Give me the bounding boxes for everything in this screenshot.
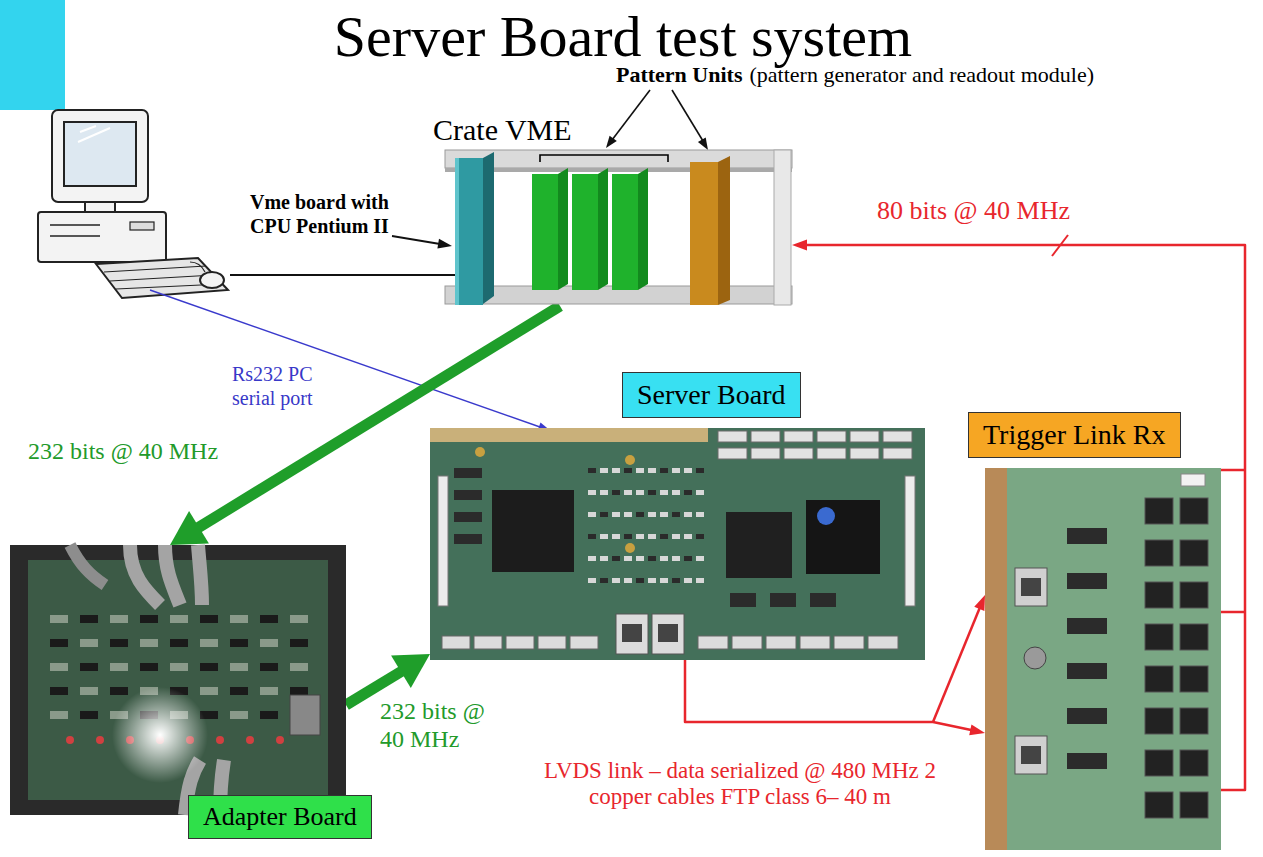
label-holder: (pattern generator and readout module) — [749, 62, 1094, 88]
label-holder: Pattern Units — [616, 62, 742, 88]
edge-label-holder: LVDS link – data serialized @ 480 MHz 2 … — [515, 758, 965, 811]
heading-holder: Crate VME — [433, 113, 572, 148]
server-board: Server Board — [430, 428, 925, 660]
arrow-head — [792, 240, 807, 251]
connector-line — [685, 660, 975, 731]
adapter-board: Adapter Board — [10, 545, 346, 815]
heading-holder: Adapter Board — [188, 795, 372, 839]
heading-holder: Server Board — [622, 372, 801, 418]
pc-icon — [38, 110, 228, 298]
arrow-head — [974, 595, 985, 611]
edge-label: 80 bits @ 40 MHz — [877, 196, 1070, 226]
label-holder: Rs232 PC serial port — [232, 362, 357, 410]
arrow-head — [969, 725, 985, 736]
label-holder: Vme board with CPU Pentium II — [250, 190, 422, 238]
serial-cable — [150, 290, 552, 432]
node-heading: Crate VME — [433, 113, 572, 148]
node-label-box: Trigger Link Rx — [968, 412, 1181, 458]
connector-line — [933, 605, 981, 722]
arrow-head — [391, 654, 430, 688]
node-label-box: Adapter Board — [188, 795, 372, 839]
crate-drawing — [440, 150, 792, 306]
diagram-title: Server Board test system — [334, 4, 912, 71]
heading-holder: Trigger Link Rx — [968, 412, 1181, 458]
connector — [346, 654, 430, 705]
trigger-link-board: Trigger Link Rx — [985, 468, 1221, 850]
callout-arrow — [392, 236, 452, 249]
connector-line — [1221, 611, 1245, 614]
group-label: Pattern Units — [616, 62, 742, 88]
callout-arrows — [606, 90, 708, 150]
edge-label: LVDS link – data serialized @ 480 MHz 2 … — [515, 758, 965, 811]
board-photo — [430, 428, 925, 660]
board-photo — [985, 468, 1221, 850]
group-note: (pattern generator and readout module) — [749, 62, 1094, 88]
edge-label: 232 bits @ 40 MHz — [380, 698, 498, 753]
edge-label-holder: 232 bits @ 40 MHz — [380, 698, 498, 753]
edge-label-holder: 232 bits @ 40 MHz — [28, 438, 218, 466]
edge-label: 232 bits @ 40 MHz — [28, 438, 218, 466]
node-label-box: Server Board — [622, 372, 801, 418]
vme-crate: Crate VME — [440, 150, 792, 306]
board-photo — [10, 545, 346, 815]
edge-label-holder: 80 bits @ 40 MHz — [877, 196, 1070, 226]
arrow-head — [170, 511, 209, 545]
callout-label: Vme board with CPU Pentium II — [250, 190, 422, 238]
title-holder: Server Board test system — [262, 4, 984, 71]
vme-cable — [230, 274, 458, 276]
connector-line — [1221, 469, 1245, 472]
corner-square — [0, 0, 65, 110]
link-label: Rs232 PC serial port — [232, 362, 357, 410]
